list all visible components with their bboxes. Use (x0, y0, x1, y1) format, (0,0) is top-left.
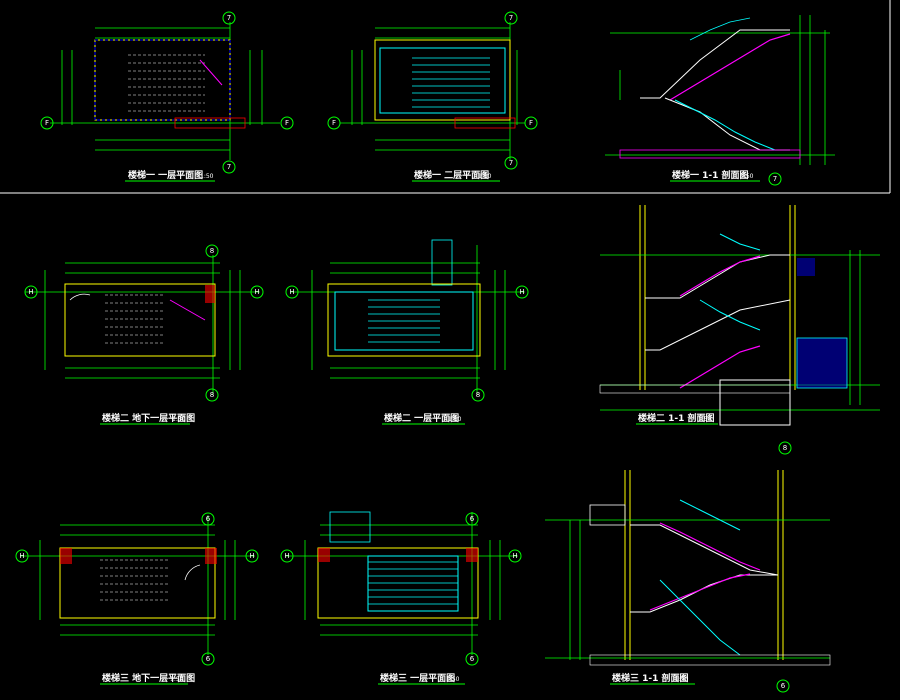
grid-bubble-bottom: 8 (476, 391, 480, 399)
drawing-title: 楼梯二 1-1 剖面图 (638, 412, 715, 424)
drawing-scale: 1:50 (200, 173, 214, 180)
grid-bubble: 7 (773, 175, 777, 183)
drawing-scale: 1:50 (172, 416, 186, 423)
drawing-scale: 1:50 (448, 416, 462, 423)
drawing-title: 楼梯三 1-1 剖面图 (612, 672, 689, 684)
stair2-floor1-plan: 8 H H 楼梯二 一层平面图 1:50 (285, 239, 529, 425)
grid-bubble-bottom: 6 (470, 655, 475, 663)
stair3-basement-plan: 6 6 H H 楼梯三 地下一层平面图 1:50 (15, 512, 259, 685)
grid-bubble-right: H (519, 288, 524, 296)
grid-bubble-top: 6 (470, 515, 475, 523)
grid-bubble-right: F (529, 119, 533, 127)
drawing-scale: 1:50 (446, 676, 460, 683)
stair3-floor1-plan: 6 6 H H 楼梯三 一层平面图 1:50 (280, 511, 522, 685)
grid-bubble-top: 6 (206, 515, 211, 523)
grid-bubble-right: H (249, 552, 254, 560)
grid-bubble-bottom: 7 (509, 159, 513, 167)
drawing-scale: 1:50 (698, 416, 712, 423)
drawing-scale: 1:50 (740, 173, 754, 180)
grid-bubble-left: H (28, 288, 33, 296)
drawing-title: 楼梯二 一层平面图 (384, 412, 459, 424)
stair3-section: 6 楼梯三 1-1 剖面图 1:50 (545, 470, 831, 693)
stair2-basement-plan: 8 8 H H 楼梯二 地下一层平面图 1:50 (24, 244, 264, 425)
stair2-section: 8 楼梯二 1-1 剖面图 1:50 (599, 205, 880, 455)
drawing-scale: 1:50 (478, 173, 492, 180)
drawing-title: 楼梯三 地下一层平面图 (102, 672, 195, 684)
drawing-title: 楼梯一 二层平面图 (414, 169, 489, 181)
grid-bubble-left: H (289, 288, 294, 296)
grid-bubble-right: H (254, 288, 259, 296)
stair1-floor2-plan: 7 7 F F 楼梯一 二层平面图 1:50 (327, 11, 538, 182)
grid-bubble: 8 (783, 444, 787, 452)
grid-bubble: 6 (781, 682, 786, 690)
grid-bubble-bottom: 8 (210, 391, 214, 399)
drawing-scale: 1:50 (675, 676, 689, 683)
drawing-scale: 1:50 (170, 676, 184, 683)
grid-bubble-right: F (285, 119, 289, 127)
drawing-title: 楼梯二 地下一层平面图 (102, 412, 195, 424)
grid-bubble-right: H (512, 552, 517, 560)
grid-bubble-top: 8 (210, 247, 214, 255)
drawing-title: 楼梯一 1-1 剖面图 (672, 169, 749, 181)
grid-bubble-left: H (19, 552, 24, 560)
grid-bubble-left: F (332, 119, 336, 127)
grid-bubble-top: 7 (509, 14, 513, 22)
grid-bubble-left: H (284, 552, 289, 560)
grid-bubble-top: 7 (227, 14, 231, 22)
drawing-title: 楼梯一 一层平面图 (128, 169, 203, 181)
grid-bubble-left: F (45, 119, 49, 127)
drawing-title: 楼梯三 一层平面图 (380, 672, 455, 684)
stair1-section: 7 楼梯一 1-1 剖面图 1:50 (605, 15, 835, 186)
stair1-floor1-plan: 7 7 F F 楼梯一 一层平面图 1:50 (40, 11, 294, 182)
grid-bubble-bottom: 7 (227, 163, 231, 171)
grid-bubble-bottom: 6 (206, 655, 211, 663)
